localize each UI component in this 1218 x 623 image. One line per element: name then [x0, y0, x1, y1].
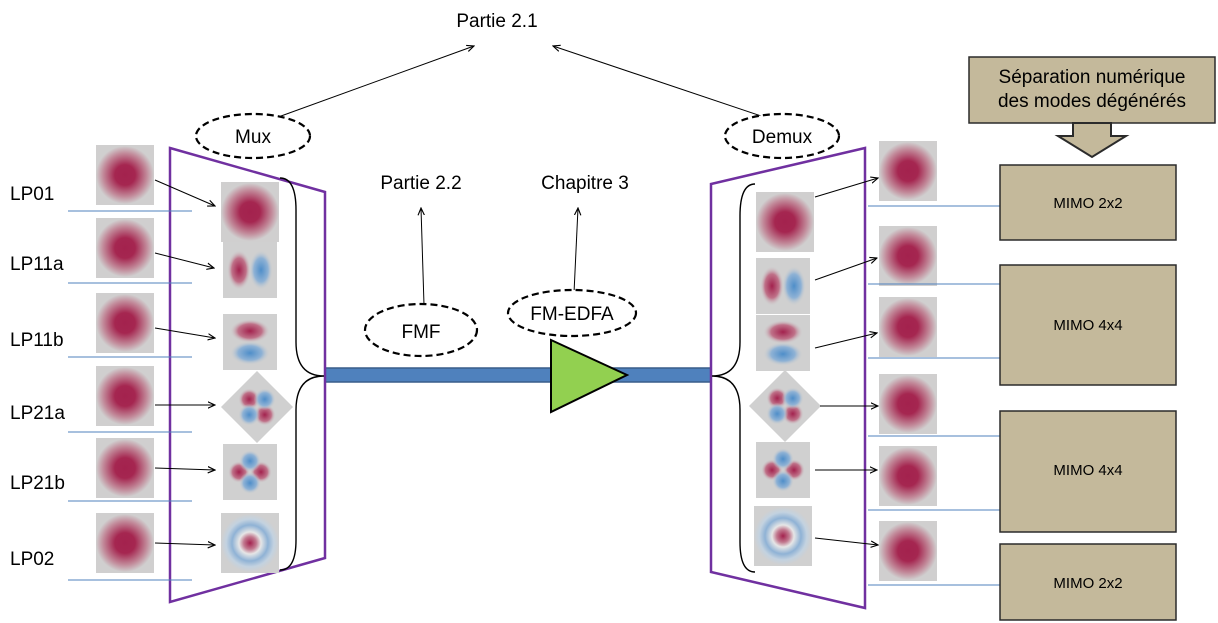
- lp11-mode-icon: [756, 258, 810, 314]
- mimo-label: MIMO 2x2: [1053, 575, 1122, 592]
- few-mode-fiber: [324, 367, 712, 383]
- gaussian-mode-icon: [879, 297, 937, 357]
- mode-label-lp11b: LP11b: [10, 330, 64, 351]
- amplifier-triangle: [550, 338, 630, 414]
- mux-spatial-modes: [221, 182, 293, 573]
- dsp-line-1: Séparation numérique: [999, 67, 1186, 88]
- gaussian-mode-icon: [221, 182, 279, 242]
- dsp-header-box: [968, 56, 1216, 124]
- mux-arrow: [269, 46, 474, 121]
- mimo-block: [999, 264, 1177, 386]
- fmf-arrow: [421, 208, 424, 306]
- mux-brace: [279, 177, 325, 571]
- mimo-block: [999, 543, 1177, 621]
- lp02-mode-icon: [754, 506, 812, 566]
- mux-label: Mux: [235, 127, 271, 148]
- lp11-mode-icon: [223, 314, 277, 370]
- amp-bubble: [506, 288, 638, 338]
- gaussian-mode-icon: [756, 192, 814, 252]
- input-feed-lines: [68, 210, 192, 581]
- gaussian-mode-icon: [96, 218, 154, 278]
- gaussian-mode-icon: [96, 293, 154, 353]
- mimo-block: [999, 164, 1177, 241]
- mode-label-lp21b: LP21b: [10, 473, 65, 494]
- output-feed-lines: [868, 205, 1000, 586]
- gaussian-mode-icon: [96, 438, 154, 498]
- mux-input-arrows: [154, 179, 215, 545]
- mode-label-lp11a: LP11a: [10, 254, 64, 275]
- gaussian-mode-icon: [879, 446, 937, 506]
- input-gaussian-modes: [96, 145, 154, 573]
- demux-bubble: [723, 112, 841, 160]
- gaussian-mode-icon: [96, 145, 154, 205]
- lp21-mode-icon: [756, 442, 810, 498]
- title-label: Partie 2.1: [456, 11, 537, 32]
- mimo-label: MIMO 2x2: [1053, 195, 1122, 212]
- gaussian-mode-icon: [879, 226, 937, 286]
- output-gaussian-modes: [879, 141, 937, 581]
- mux-trapezoid: [168, 146, 327, 604]
- dsp-line-2: des modes dégénérés: [998, 91, 1186, 112]
- gaussian-mode-icon: [879, 141, 937, 201]
- mimo-block: [999, 410, 1177, 533]
- demux-output-arrows: [814, 178, 878, 545]
- amp-arrow: [573, 208, 578, 294]
- mimo-blocks: MIMO 2x2 MIMO 4x4 MIMO 4x4 MIMO 2x2: [999, 164, 1177, 621]
- gaussian-mode-icon: [879, 521, 937, 581]
- mux-bubble: [194, 112, 312, 160]
- gaussian-mode-icon: [879, 374, 937, 434]
- lp11-mode-icon: [223, 242, 277, 298]
- section-fmf-label: Partie 2.2: [380, 173, 461, 194]
- demux-label: Demux: [752, 127, 813, 148]
- gaussian-mode-icon: [96, 513, 154, 573]
- gaussian-mode-icon: [96, 366, 154, 426]
- demux-arrow: [553, 46, 771, 120]
- demux-brace: [711, 183, 756, 573]
- demux-spatial-modes: [749, 192, 821, 566]
- mode-label-lp01: LP01: [10, 184, 54, 205]
- lp21-mode-icon: [223, 444, 277, 500]
- mode-labels: LP01 LP11a LP11b LP21a LP21b LP02: [10, 184, 65, 570]
- mode-label-lp02: LP02: [10, 549, 54, 570]
- lp11-mode-icon: [756, 315, 810, 371]
- section-amp-label: Chapitre 3: [541, 173, 629, 194]
- lp21-mode-icon: [221, 371, 293, 443]
- mode-label-lp21a: LP21a: [10, 403, 65, 424]
- lp02-mode-icon: [221, 513, 279, 573]
- mimo-label: MIMO 4x4: [1053, 317, 1122, 334]
- fmf-label: FMF: [401, 322, 440, 343]
- mimo-label: MIMO 4x4: [1053, 462, 1122, 479]
- amp-label: FM-EDFA: [530, 304, 614, 325]
- fmf-bubble: [363, 302, 479, 358]
- down-arrow-icon: [1054, 122, 1130, 159]
- lp21-mode-icon: [749, 370, 821, 442]
- demux-trapezoid: [709, 146, 867, 610]
